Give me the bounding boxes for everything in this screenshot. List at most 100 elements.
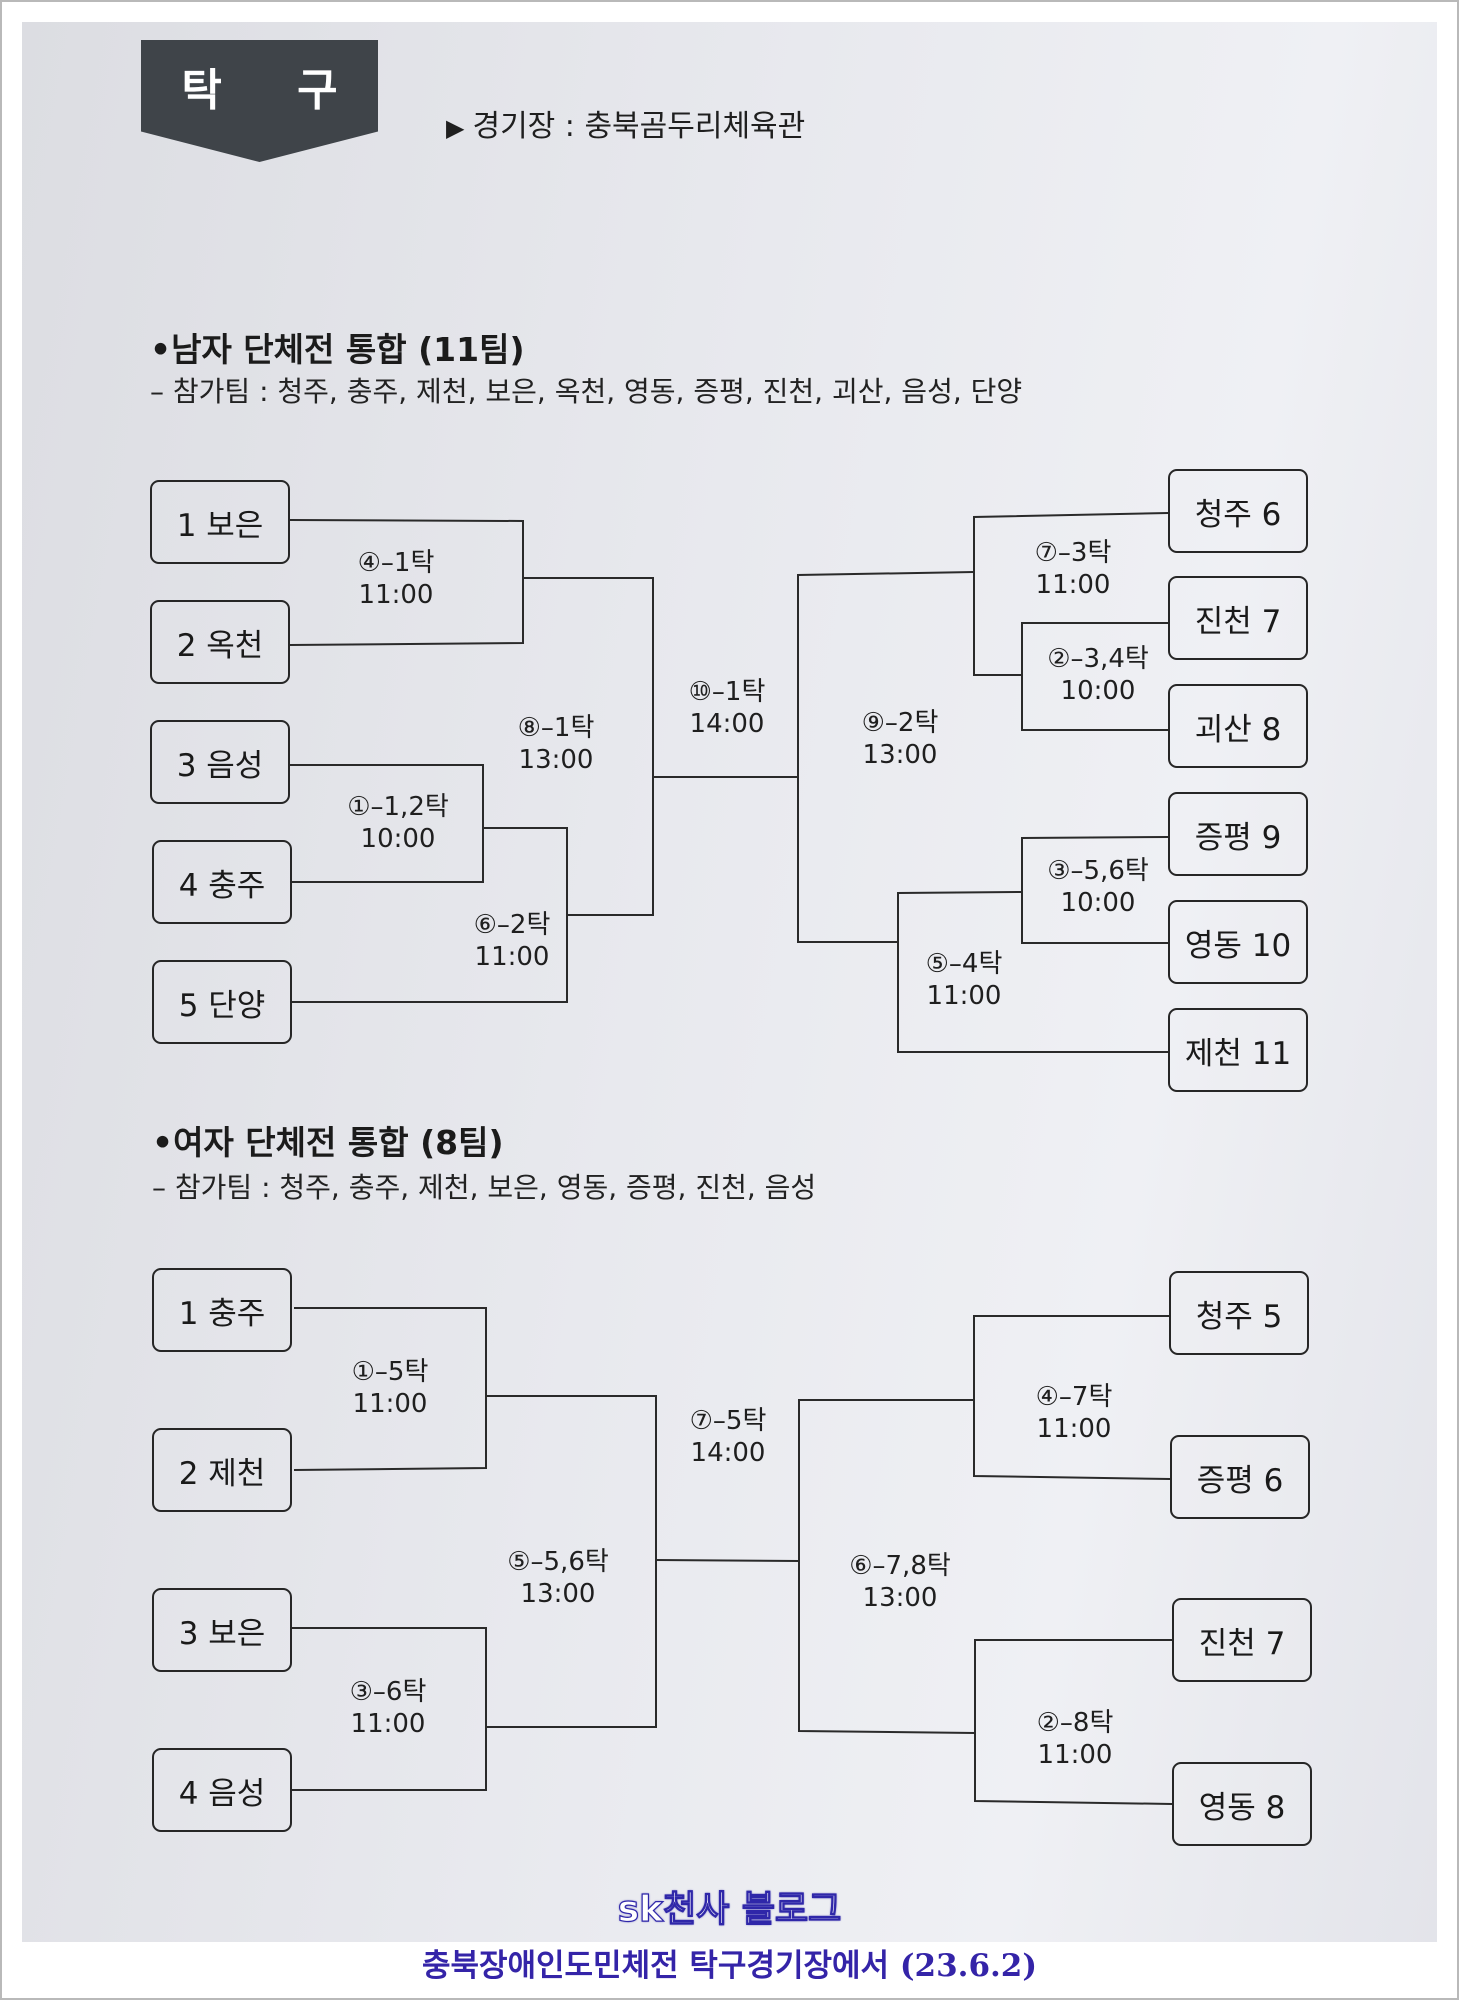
match-time: 11:00 (1035, 570, 1111, 600)
men-team-box: 영동 10 (1168, 900, 1308, 984)
match-table: ②–8탁 (1036, 1708, 1114, 1738)
match-table: ⑤–4탁 (925, 949, 1003, 979)
women-team-box: 4 음성 (152, 1748, 292, 1832)
men-team-box: 4 충주 (152, 840, 292, 924)
men-section-title: •남자 단체전 통합 (11팀) (150, 323, 525, 371)
bullet-icon: • (152, 1123, 174, 1162)
women-section-title: •여자 단체전 통합 (8팀) (152, 1116, 504, 1164)
women-team-box: 영동 8 (1172, 1762, 1312, 1846)
match-time: 11:00 (350, 1709, 426, 1739)
bullet-icon: • (150, 330, 172, 369)
women-participants: – 참가팀 : 청주, 충주, 제천, 보은, 영동, 증평, 진천, 음성 (152, 1171, 817, 1204)
match-time: 13:00 (862, 740, 938, 770)
match-time: 10:00 (1060, 888, 1136, 918)
match-table: ⑦–5탁 (689, 1406, 767, 1436)
women-team-box: 진천 7 (1172, 1598, 1312, 1682)
match-time: 14:00 (690, 1438, 766, 1468)
match-time: 10:00 (1060, 676, 1136, 706)
men-bracket-line (290, 764, 484, 883)
men-bracket-line (973, 512, 1169, 676)
match-table: ③–5,6탁 (1047, 856, 1149, 886)
men-team-box: 3 음성 (150, 720, 290, 804)
women-bracket-line (655, 1559, 800, 1562)
men-bracket-line (897, 891, 1168, 1053)
blog-watermark: sk천사 블로그 (617, 1888, 842, 1930)
men-bracket-line (523, 577, 654, 916)
women-bracket-line (798, 1399, 976, 1734)
match-time: 11:00 (926, 981, 1002, 1011)
men-bracket-line (289, 519, 524, 646)
men-participants: – 참가팀 : 청주, 충주, 제천, 보은, 옥천, 영동, 증평, 진천, … (150, 375, 1023, 408)
match-time: 11:00 (352, 1389, 428, 1419)
women-team-box: 1 충주 (152, 1268, 292, 1352)
women-title-text: 여자 단체전 통합 (8팀) (173, 1123, 504, 1162)
match-time: 10:00 (360, 824, 436, 854)
match-table: ②–3,4탁 (1047, 644, 1149, 674)
match-table: ⑥–7,8탁 (849, 1551, 951, 1581)
men-team-box: 청주 6 (1168, 469, 1308, 553)
men-team-box: 증평 9 (1168, 792, 1308, 876)
men-team-box: 제천 11 (1168, 1008, 1308, 1092)
men-title-text: 남자 단체전 통합 (11팀) (171, 330, 525, 369)
match-table: ③–6탁 (349, 1677, 427, 1707)
women-bracket-line (292, 1627, 487, 1791)
women-team-box: 2 제천 (152, 1428, 292, 1512)
men-bracket-line (1021, 622, 1168, 731)
match-table: ①–1,2탁 (347, 792, 449, 822)
match-table: ⑨–2탁 (861, 708, 939, 738)
men-bracket-line (797, 571, 975, 943)
men-team-box: 괴산 8 (1168, 684, 1308, 768)
match-time: 11:00 (1036, 1414, 1112, 1444)
venue-line: ▶경기장 : 충북곰두리체육관 (446, 101, 805, 145)
match-time: 14:00 (689, 709, 765, 739)
men-team-box: 5 단양 (152, 960, 292, 1044)
photo-caption: 충북장애인도민체전 탁구경기장에서 (23.6.2) (421, 1948, 1038, 1984)
men-team-box: 진천 7 (1168, 576, 1308, 660)
match-table: ④–1탁 (357, 548, 435, 578)
match-time: 11:00 (1037, 1740, 1113, 1770)
match-time: 11:00 (474, 942, 550, 972)
match-table: ①–5탁 (351, 1357, 429, 1387)
women-team-box: 증평 6 (1170, 1435, 1310, 1519)
women-bracket-line (486, 1395, 657, 1728)
men-team-box: 2 옥천 (150, 600, 290, 684)
match-table: ⑩–1탁 (688, 677, 766, 707)
match-table: ⑥–2탁 (473, 910, 551, 940)
women-team-box: 청주 5 (1169, 1271, 1309, 1355)
men-team-box: 1 보은 (150, 480, 290, 564)
match-time: 13:00 (862, 1583, 938, 1613)
match-table: ⑦–3탁 (1034, 538, 1112, 568)
women-bracket-line (973, 1315, 1171, 1480)
match-table: ⑤–5,6탁 (507, 1547, 609, 1577)
women-bracket-line (293, 1307, 487, 1471)
match-table: ④–7탁 (1035, 1382, 1113, 1412)
match-time: 13:00 (518, 745, 594, 775)
venue-label: 경기장 : 충북곰두리체육관 (472, 109, 806, 144)
men-bracket-line (1021, 836, 1169, 944)
women-bracket-line (974, 1639, 1173, 1805)
women-team-box: 3 보은 (152, 1588, 292, 1672)
match-table: ⑧–1탁 (517, 713, 595, 743)
match-time: 13:00 (520, 1579, 596, 1609)
match-time: 11:00 (358, 580, 434, 610)
play-arrow-icon: ▶ (446, 114, 465, 142)
